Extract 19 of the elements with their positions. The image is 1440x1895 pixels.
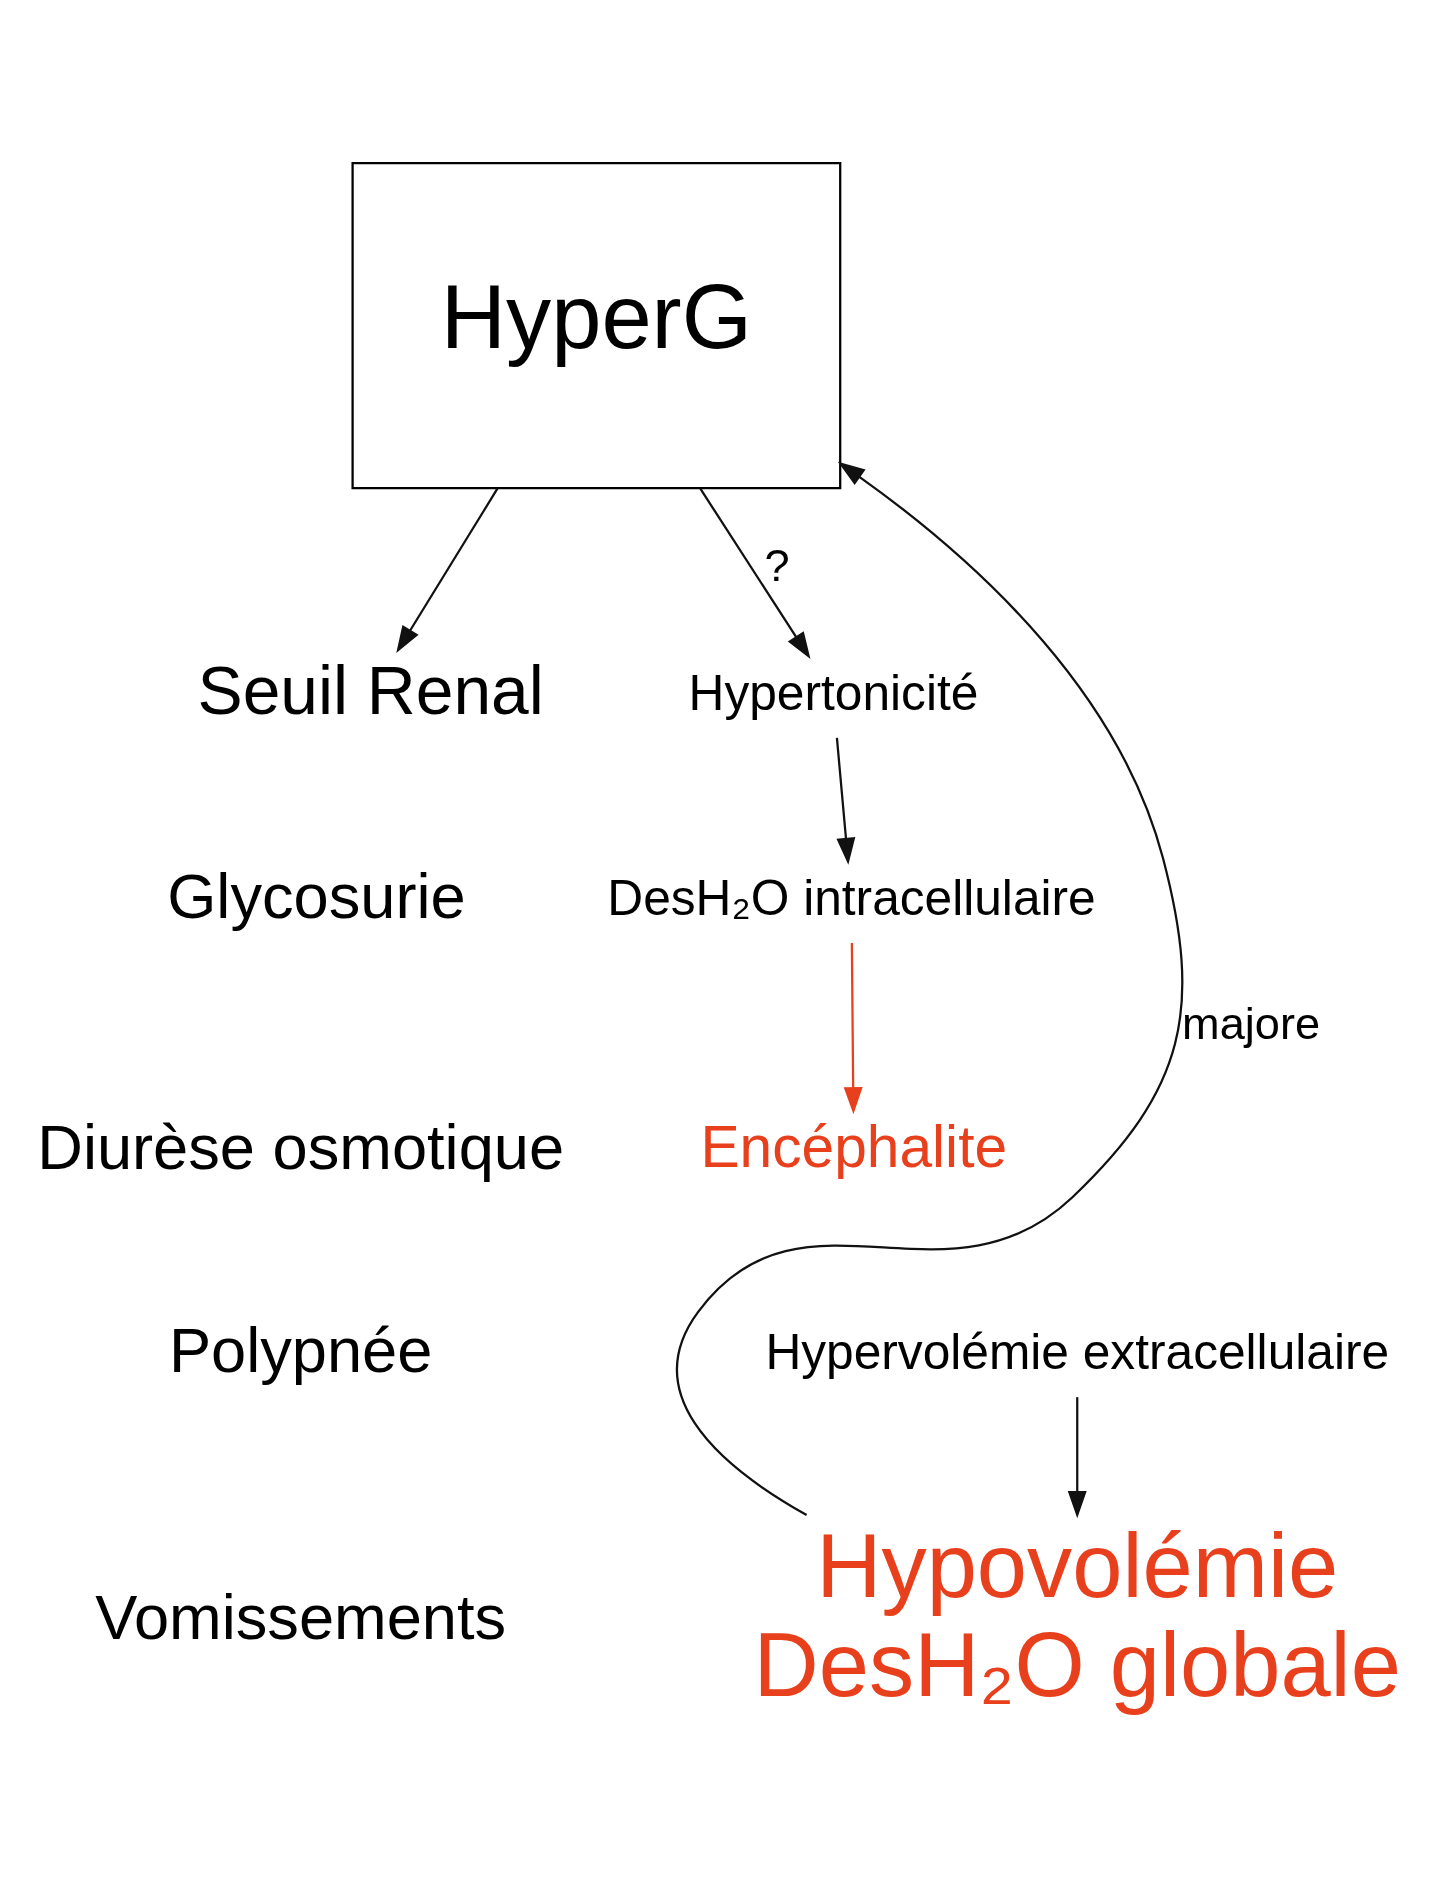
- node-box: HyperG: [351, 161, 842, 490]
- node-text: Hypovolémie DesH₂O globale: [753, 1514, 1401, 1715]
- label: Polypnée: [168, 1314, 433, 1385]
- node-text: Encéphalite: [700, 1114, 1008, 1180]
- edge-label: majore: [1182, 997, 1321, 1049]
- node-text: Seuil Renal: [197, 652, 544, 728]
- arrow: [835, 737, 856, 865]
- node-text: Hypervolémie extracellulaire: [765, 1323, 1390, 1380]
- label: Diurèse osmotique: [37, 1111, 565, 1182]
- arrow: [676, 461, 1184, 1517]
- arrow: [396, 488, 499, 653]
- label: Glycosurie: [167, 860, 466, 931]
- arrow: [843, 943, 863, 1115]
- arrow: [699, 488, 811, 660]
- node-text: Hypertonicité: [688, 664, 979, 721]
- edge-label: ?: [764, 539, 790, 591]
- label: Vomissements: [95, 1582, 507, 1653]
- node-text: DesH₂O intracellulaire: [607, 869, 1096, 926]
- arrow: [1067, 1397, 1087, 1519]
